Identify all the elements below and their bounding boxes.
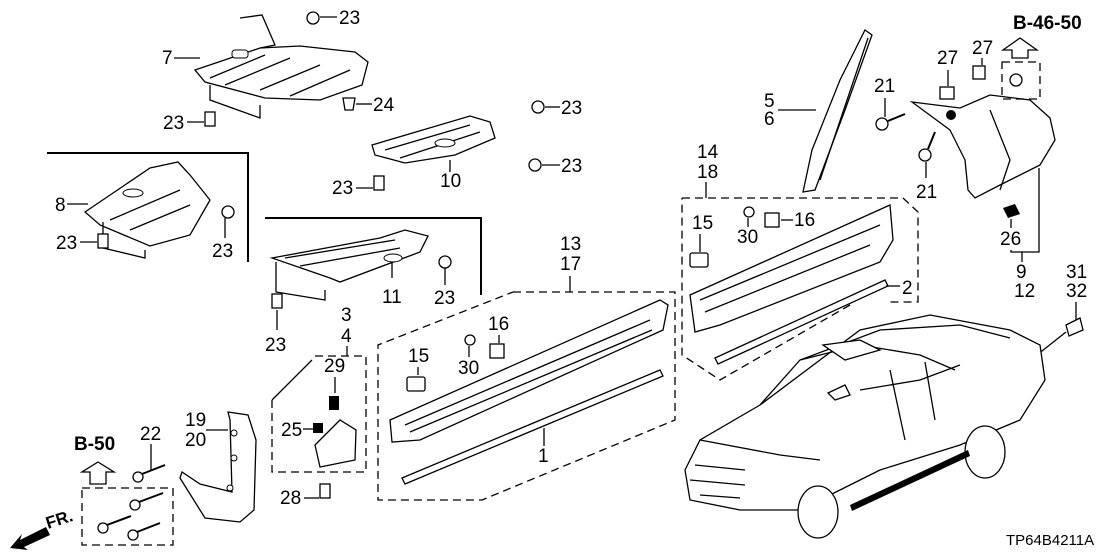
bolt-23-11b[interactable] (271, 293, 283, 330)
callout-6: 6 (764, 109, 775, 130)
screw-30-rear[interactable] (743, 206, 755, 227)
callout-27: 27 (972, 38, 993, 59)
undercover-7[interactable] (193, 14, 369, 101)
callout-21: 21 (874, 76, 895, 97)
ref-arrow-icon (1000, 37, 1040, 59)
callout-18: 18 (697, 162, 718, 183)
callout-16: 16 (488, 314, 509, 335)
screw-21a[interactable] (875, 98, 906, 131)
front-arrow-icon (10, 527, 50, 550)
vehicle-overview (684, 314, 1046, 539)
mudguard[interactable] (179, 411, 257, 523)
clip-23-11a[interactable] (438, 255, 452, 285)
callout-15: 15 (692, 213, 713, 234)
clip-ref[interactable] (1009, 73, 1023, 87)
callout-10: 10 (440, 171, 461, 192)
callout-13: 13 (560, 234, 581, 255)
callout-11: 11 (382, 287, 402, 308)
grommet (946, 110, 956, 120)
callout-17: 17 (560, 254, 581, 275)
clip-24[interactable] (342, 97, 372, 111)
callout-16: 16 (794, 210, 815, 231)
callout-9: 9 (1016, 262, 1027, 283)
screw-group (81, 487, 174, 546)
callout-30: 30 (458, 358, 479, 379)
nut-25[interactable] (303, 423, 323, 433)
callout-7: 7 (162, 48, 173, 69)
clip-28[interactable] (304, 483, 331, 499)
decal-32[interactable] (1065, 317, 1084, 337)
clip-23-10a[interactable] (531, 100, 560, 114)
callout-27: 27 (937, 48, 958, 69)
callout-26: 26 (1000, 229, 1021, 250)
callout-30: 30 (737, 227, 758, 248)
pillar-molding[interactable] (802, 29, 873, 193)
undercover-8[interactable] (83, 161, 211, 247)
callout-23: 23 (56, 233, 77, 254)
callout-28: 28 (280, 488, 301, 509)
screw-22[interactable] (132, 464, 166, 483)
side-sill-garnish-front[interactable] (389, 299, 669, 443)
undercover-11[interactable] (269, 229, 429, 283)
callout-23: 23 (265, 335, 286, 356)
ref-b-50[interactable]: B-50 (74, 434, 115, 455)
clip-23-10b[interactable] (528, 158, 560, 172)
callout-4: 4 (341, 326, 352, 347)
front-label: FR. (43, 506, 75, 533)
screw-30-front[interactable] (464, 334, 476, 357)
callout-23: 23 (212, 241, 233, 262)
callout-31: 31 (1066, 262, 1087, 283)
diagram-code: TP64B4211A (1006, 532, 1094, 549)
clip-26[interactable] (1003, 204, 1020, 218)
fender-liner[interactable] (909, 94, 1056, 199)
callout-23: 23 (163, 113, 184, 134)
clip-23-8a[interactable] (221, 205, 235, 238)
screws-in-group[interactable] (97, 492, 164, 541)
callout-14: 14 (697, 142, 719, 163)
callout-15: 15 (408, 346, 429, 367)
clip-29[interactable] (329, 396, 339, 410)
clip-15-rear[interactable] (689, 252, 709, 268)
callout-23: 23 (339, 8, 360, 29)
callout-5: 5 (764, 91, 775, 112)
callout-23: 23 (561, 98, 582, 119)
splash-guard-bracket[interactable] (314, 419, 357, 468)
bolt-23-8b[interactable] (80, 233, 109, 249)
callout-20: 20 (185, 430, 206, 451)
clip-23-top[interactable] (306, 11, 337, 25)
callout-24: 24 (373, 95, 395, 116)
clip-16-front[interactable] (489, 343, 505, 359)
clip-15-front[interactable] (406, 376, 426, 392)
callout-19: 19 (185, 410, 206, 431)
undercover-10[interactable] (371, 115, 496, 164)
callout-2: 2 (902, 278, 913, 299)
ref-b-46-50[interactable]: B-46-50 (1013, 13, 1082, 34)
sill-strip-1[interactable] (401, 369, 664, 485)
callout-3: 3 (341, 305, 352, 326)
callout-23: 23 (561, 156, 582, 177)
callout-23: 23 (434, 288, 455, 309)
callout-1: 1 (538, 446, 549, 467)
callout-29: 29 (324, 356, 345, 377)
callout-21: 21 (916, 182, 937, 203)
callout-32: 32 (1066, 281, 1087, 302)
screw-21b[interactable] (918, 131, 936, 178)
callout-22: 22 (140, 424, 161, 445)
clip-16-rear[interactable] (764, 212, 780, 228)
bolt-23-under-7[interactable] (187, 111, 216, 127)
callout-23: 23 (332, 178, 353, 199)
ref-arrow-icon (79, 461, 117, 485)
callout-8: 8 (55, 195, 66, 216)
clip-27b[interactable] (972, 58, 986, 80)
callout-12: 12 (1014, 281, 1035, 302)
callout-25: 25 (281, 420, 302, 441)
clip-27a[interactable] (939, 70, 955, 100)
bolt-23-10c[interactable] (356, 175, 385, 191)
side-sill-garnish-rear[interactable] (689, 204, 894, 333)
